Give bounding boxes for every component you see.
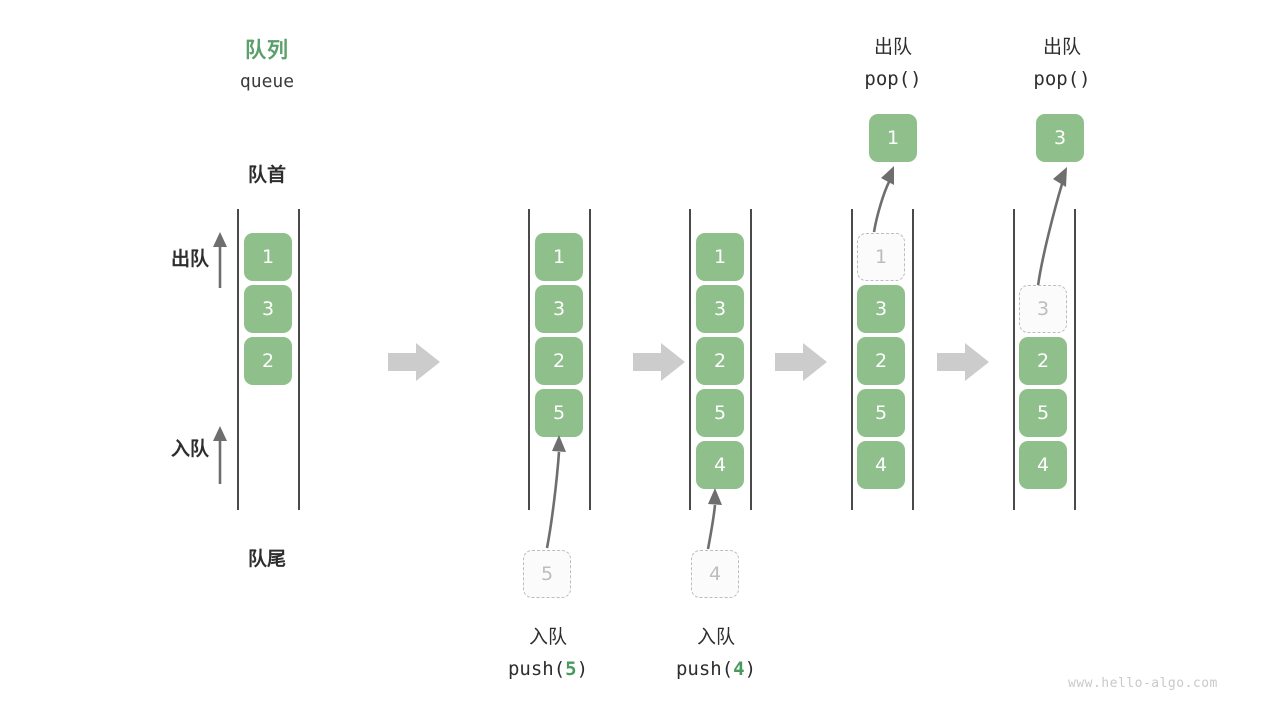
step-transition-arrow-icon	[937, 343, 989, 381]
step-transition-arrow-icon	[633, 343, 685, 381]
queue-cell: 3	[696, 285, 744, 333]
push-code-prefix: push(	[675, 658, 734, 680]
step-transition-arrow-icon	[775, 343, 827, 381]
pop-code-prefix: pop(	[864, 68, 911, 90]
incoming-element-ghost: 5	[523, 550, 571, 598]
queue-cell: 2	[1019, 337, 1067, 385]
pop-code-prefix: pop(	[1033, 68, 1080, 90]
enqueue-direction-arrow-icon	[213, 426, 227, 484]
push-caption-cn: 入队	[528, 626, 567, 648]
push-code-suffix: )	[576, 658, 589, 680]
queue-rail-right	[750, 209, 752, 510]
queue-cell: 2	[696, 337, 744, 385]
popped-element: 3	[1036, 114, 1084, 162]
queue-cell: 1	[244, 233, 292, 281]
queue-cell-removed-ghost: 3	[1019, 285, 1067, 333]
push-caption-code: push(4)	[641, 658, 791, 680]
push-caption-cn: 入队	[696, 626, 735, 648]
queue-rail-left	[1013, 209, 1015, 510]
queue-cell: 2	[857, 337, 905, 385]
queue-cell: 5	[857, 389, 905, 437]
queue-rail-right	[1074, 209, 1076, 510]
push-arrow-icon	[545, 435, 566, 549]
pop-caption-code: pop()	[828, 68, 958, 90]
pop-caption-cn: 出队	[1042, 36, 1081, 58]
queue-cell-inserted: 4	[696, 441, 744, 489]
queue-cell: 2	[535, 337, 583, 385]
queue-cell-removed-ghost: 1	[857, 233, 905, 281]
queue-rail-left	[237, 209, 239, 510]
step-transition-arrow-icon	[388, 343, 440, 381]
queue-cell: 3	[535, 285, 583, 333]
queue-cell: 5	[696, 389, 744, 437]
push-caption-code: push(5)	[473, 658, 623, 680]
queue-cell: 4	[857, 441, 905, 489]
queue-cell: 5	[1019, 389, 1067, 437]
pop-arrow-icon	[1036, 167, 1067, 287]
queue-cell: 3	[857, 285, 905, 333]
dequeue-direction-arrow-icon	[213, 232, 227, 288]
site-watermark: www.hello-algo.com	[1068, 676, 1218, 691]
queue-cell-inserted: 5	[535, 389, 583, 437]
pop-caption-code: pop()	[997, 68, 1127, 90]
push-code-prefix: push(	[507, 658, 566, 680]
push-arrow-icon	[706, 488, 722, 550]
push-code-suffix: )	[744, 658, 757, 680]
enqueue-label: 入队	[170, 438, 209, 460]
queue-rail-right	[589, 209, 591, 510]
push-code-value: 5	[565, 658, 577, 680]
queue-cell: 1	[535, 233, 583, 281]
queue-rail-right	[912, 209, 914, 510]
queue-head-label: 队首	[247, 164, 286, 186]
queue-cell: 1	[696, 233, 744, 281]
incoming-element-ghost: 4	[691, 550, 739, 598]
push-code-value: 4	[733, 658, 745, 680]
queue-rail-left	[689, 209, 691, 510]
queue-tail-label: 队尾	[247, 548, 286, 570]
queue-cell: 2	[244, 337, 292, 385]
popped-element: 1	[869, 114, 917, 162]
pop-code-suffix: )	[910, 68, 922, 90]
queue-cell: 3	[244, 285, 292, 333]
queue-cell: 4	[1019, 441, 1067, 489]
queue-title-cn: 队列	[245, 38, 289, 62]
pop-code-suffix: )	[1079, 68, 1091, 90]
queue-rail-right	[298, 209, 300, 510]
pop-caption-cn: 出队	[873, 36, 912, 58]
queue-title-en: queue	[239, 71, 295, 92]
pop-arrow-icon	[872, 166, 894, 233]
dequeue-label: 出队	[170, 248, 209, 270]
queue-rail-left	[528, 209, 530, 510]
queue-rail-left	[851, 209, 853, 510]
